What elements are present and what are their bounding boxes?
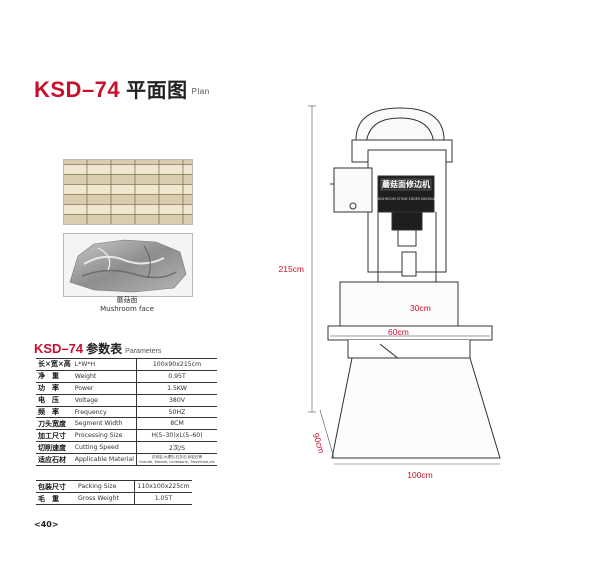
caption-cn: 蘑菇面 [116,296,138,304]
row-key-cn: 净 重 [36,369,73,383]
row-key-en: Cutting Speed [72,441,138,455]
row-key-en: Power [72,381,138,395]
row-value: 100x90x215cm [136,358,217,371]
title-en: Plan [191,86,210,96]
row-key-cn: 毛 重 [36,492,76,505]
stone-wall-photo [63,159,193,225]
material-cn: 花岗岩,大理石,石灰石,砂岩石等 [151,455,203,460]
row-key-en: Frequency [72,405,138,419]
dim-depth: 90cm [311,432,327,455]
row-key-en: Weight [72,369,138,383]
row-key-cn: 加工尺寸 [36,429,73,443]
row-key-en: Applicable Material [72,453,138,467]
row-value: 8CM [136,417,217,431]
row-value: 1.05T [134,492,192,505]
row-key-en: L*W*H [72,358,138,371]
params-title-en: Parameters [125,348,162,355]
params-title-cn: 参数表 [86,342,123,356]
row-value: H(5–30)xL(5–60) [136,429,217,443]
caption-en: Mushroom face [100,305,154,313]
machine-drawing: 蘑菇面修边机 MUSHROOM STONE EDGER MACHINE 215c… [278,105,501,480]
panel-sub: MUSHROOM STONE EDGER MACHINE [376,197,435,201]
row-key-en: Packing Size [76,480,135,493]
model-name: KSD–74 [34,77,121,102]
mushroom-stone-image [69,239,187,293]
row-value: 0.95T [136,369,217,383]
material-en: Granite, Marble, Limestone, Travertine,e… [139,459,215,464]
row-key-cn: 电 压 [36,393,73,407]
row-key-cn: 适应石材 [36,453,73,467]
mushroom-stone-photo [63,233,193,297]
photo-caption: 蘑菇面 Mushroom face [63,296,191,314]
row-value: 380V [136,393,217,407]
row-key-en: Gross Weight [76,492,135,505]
row-key-cn: 包装尺寸 [36,480,76,493]
page-number: <40> [34,520,59,529]
row-key-en: Segment Width [72,417,138,431]
dim-cut-width: 60cm [388,327,409,337]
row-value: 1.5KW [136,381,217,395]
params-model: KSD–74 [34,341,84,356]
row-value: 2次/S [136,441,217,455]
row-key-en: Processing Size [72,429,138,443]
row-key-cn: 频 率 [36,405,73,419]
dim-height: 215cm [278,264,304,274]
dim-cut-height: 30cm [410,303,431,313]
row-value: 50HZ [136,405,217,419]
row-key-en: Voltage [72,393,138,407]
row-key-cn: 切削速度 [36,441,73,455]
row-value: 110x100x225cm [134,480,192,493]
panel-label: 蘑菇面修边机 [382,179,430,189]
title-cn: 平面图 [126,80,188,102]
row-key-cn: 刀头宽度 [36,417,73,431]
dim-width: 100cm [407,470,433,480]
row-key-cn: 长×宽×高 [36,358,73,371]
row-key-cn: 功 率 [36,381,73,395]
